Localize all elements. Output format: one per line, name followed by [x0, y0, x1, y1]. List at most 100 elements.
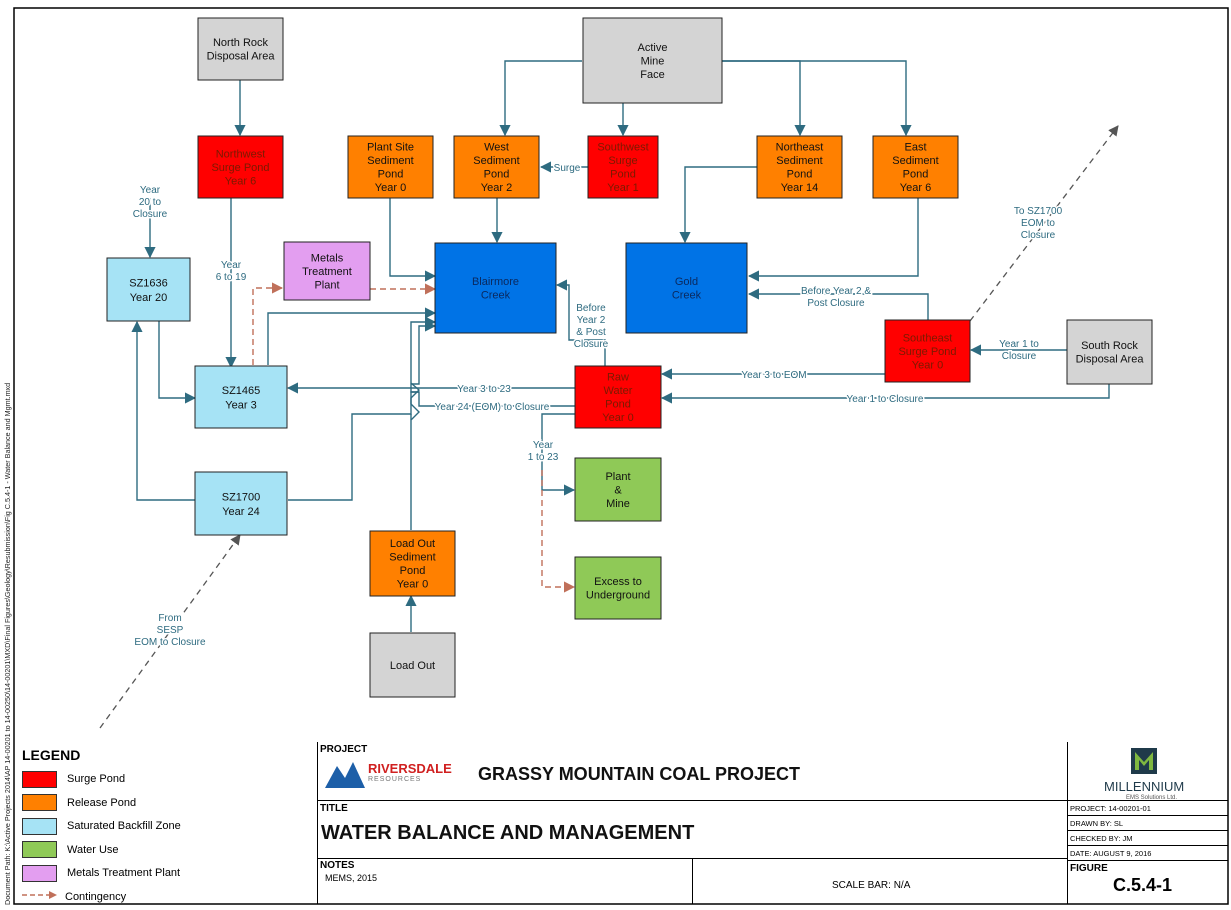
node-label: Pond — [400, 565, 426, 577]
node-label: Plant — [314, 279, 339, 291]
flow-label-year1-closure: Year 1 to Closure — [845, 393, 925, 407]
flow-label-text: Closure — [1002, 351, 1037, 362]
node-label: Year 2 — [481, 182, 512, 194]
node-label: Metals — [311, 252, 344, 264]
node-label: Year 1 — [607, 182, 638, 194]
node-label: Year 0 — [602, 412, 633, 424]
flow-label-text: 6 to 19 — [216, 272, 247, 283]
flow-label-text: Year 1 to — [999, 339, 1039, 350]
node-label: Year 6 — [900, 182, 931, 194]
flow-label-text: Year 24 (EOM) to Closure — [435, 402, 550, 413]
notes-cell — [318, 859, 693, 904]
node-label: Sediment — [776, 155, 822, 167]
node-label: Year 6 — [225, 175, 256, 187]
figure-number: C.5.4-1 — [1113, 875, 1173, 895]
legend-title: LEGEND — [22, 747, 81, 763]
notes-label: NOTES — [320, 860, 355, 871]
flow-label-text: Closure — [574, 339, 609, 350]
node-label: Creek — [481, 290, 511, 302]
project-label: PROJECT — [320, 744, 368, 755]
node-label: Southeast — [903, 332, 953, 344]
node-label: Southwest — [597, 142, 648, 154]
node-label: Load Out — [390, 538, 435, 550]
flow-label-text: Before Year 2 & — [801, 286, 871, 297]
node-label: Water — [604, 385, 633, 397]
figure-label: FIGURE — [1070, 863, 1108, 874]
node-label: North Rock — [213, 37, 269, 49]
legend-item: Surge Pond — [22, 770, 125, 788]
company-sub: EMS Solutions Ltd. — [1126, 795, 1178, 801]
node-label: Sediment — [367, 155, 413, 167]
node-label: Mine — [641, 55, 665, 67]
node-label: Plant — [605, 471, 630, 483]
client-name: RIVERSDALE — [368, 761, 452, 776]
mountain-logo-icon — [325, 762, 365, 788]
node-label: Pond — [610, 169, 636, 181]
node-label: Year 20 — [130, 292, 168, 304]
legend-swatch — [22, 794, 57, 811]
legend-label: Saturated Backfill Zone — [67, 820, 181, 832]
millennium-logo-icon — [1129, 746, 1159, 781]
contingency-arrow-icon — [22, 890, 57, 903]
node-label: Surge — [608, 155, 637, 167]
frame — [13, 7, 1229, 905]
flow-label-year3-eom: Year 3 to EOM — [740, 369, 808, 383]
flow-label-text: Year — [140, 185, 161, 196]
node-label: Disposal Area — [1076, 354, 1145, 366]
side-path-text: Document Path: K:\Active Projects 2014\A… — [3, 383, 12, 905]
legend-label: Release Pond — [67, 796, 137, 809]
project-number: PROJECT: 14-00201-01 — [1070, 804, 1151, 813]
legend-item: Water Use — [22, 841, 119, 859]
legend-swatch — [22, 841, 57, 858]
drawing-date: DATE: AUGUST 9, 2016 — [1070, 849, 1152, 858]
node-label: Blairmore — [472, 276, 519, 288]
flow-label-text: Closure — [133, 209, 168, 220]
external-flow-lines — [99, 125, 1119, 729]
node-label: Pond — [605, 399, 631, 411]
legend-swatch — [22, 817, 57, 835]
title-block — [14, 742, 1228, 904]
node-label: West — [484, 142, 509, 154]
flow-label-text: EOM to — [1021, 218, 1055, 229]
legend-label: Metals Treatment Plant — [67, 867, 181, 879]
node-label: East — [904, 142, 926, 154]
node-label: Year 14 — [781, 182, 819, 194]
flow-label-text: Year 1 to Closure — [847, 394, 924, 405]
legend-label: Contingency — [65, 890, 127, 903]
node-label: Year 0 — [375, 182, 406, 194]
node-label: Sediment — [892, 155, 938, 167]
node-label: Sediment — [473, 155, 519, 167]
flow-label-text: Year — [533, 440, 554, 451]
flow-label-text: Year 3 to EOM — [741, 370, 806, 381]
company-name: MILLENNIUM — [1104, 779, 1185, 794]
node-label: Year 3 — [225, 399, 256, 411]
flow-label-year3-23: Year 3 to 23 — [456, 383, 513, 397]
flow-label-text: Surge — [554, 163, 581, 174]
legend-item: Metals Treatment Plant — [22, 864, 180, 882]
scale-bar: SCALE BAR: N/A — [832, 880, 911, 891]
project-no-cell — [1068, 801, 1228, 816]
node-label: Treatment — [302, 266, 352, 278]
legend-label: Water Use — [67, 843, 119, 856]
node-label: Surge Pond — [898, 346, 956, 358]
node-label: Pond — [903, 169, 929, 181]
drawn-cell — [1068, 816, 1228, 831]
legend-swatch — [22, 770, 57, 788]
node-label: Creek — [672, 290, 702, 302]
notes-text: MEMS, 2015 — [325, 873, 378, 883]
riversdale-logo — [325, 760, 365, 788]
flow-lines — [131, 60, 1110, 632]
